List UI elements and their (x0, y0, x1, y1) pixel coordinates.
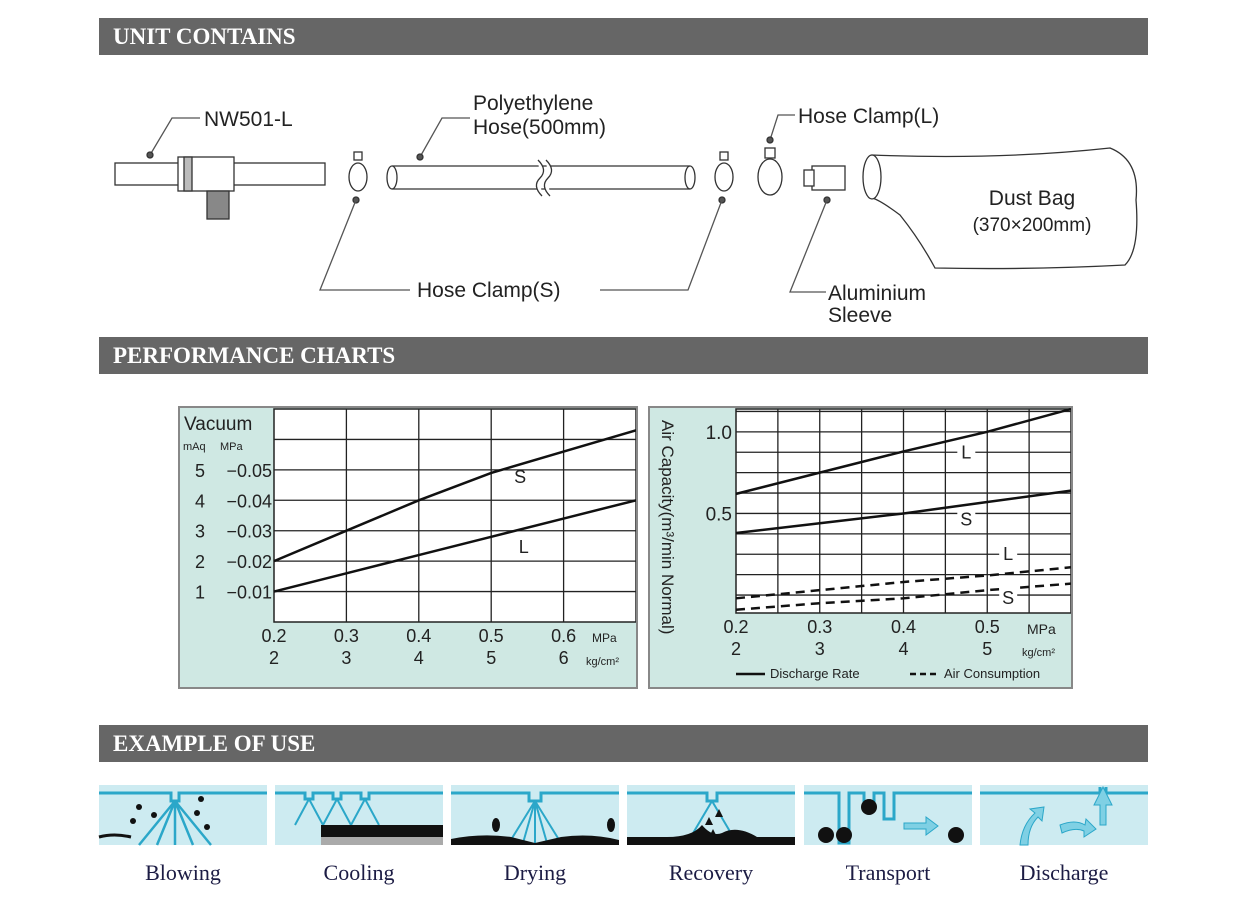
legend-discharge-rate: Discharge Rate (770, 666, 860, 681)
example-image-drying (451, 785, 619, 845)
x-tick-label-kg: 2 (731, 639, 741, 659)
label-dust-bag-line1: Dust Bag (989, 187, 1075, 210)
series-label-S: S (514, 467, 526, 487)
series-line-S-solid (273, 429, 637, 563)
x-tick-label-kg: 4 (414, 648, 424, 668)
series-label-L: L (519, 537, 529, 557)
x-unit-mpa: MPa (592, 631, 617, 645)
y-axis-label: Air Capacity(m³/min Normal) (658, 420, 677, 634)
label-nw501: NW501-L (204, 108, 293, 131)
x-tick-label-kg: 3 (815, 639, 825, 659)
hose-clamp-l-illustration (757, 114, 795, 196)
series-line-L-solid (735, 407, 1072, 496)
y-unit-maq: mAq (183, 441, 206, 453)
x-tick-label-mpa: 0.3 (807, 617, 832, 637)
y-tick-label-maq: 4 (195, 491, 205, 511)
x-unit-kg: kg/cm² (1022, 647, 1055, 659)
y-unit-mpa: MPa (220, 441, 244, 453)
x-tick-label-mpa: 0.5 (479, 626, 504, 646)
x-unit-kg: kg/cm² (586, 656, 619, 668)
series-label-bg (957, 440, 976, 461)
transport-illustration-icon (804, 791, 972, 845)
recovery-illustration-icon (627, 791, 795, 845)
y-tick-label: 0.5 (706, 504, 732, 525)
blowing-illustration-icon (98, 791, 267, 846)
x-tick-label-kg: 2 (269, 648, 279, 668)
y-tick-label-mpa: −0.01 (226, 583, 272, 603)
example-label-drying: Drying (503, 860, 567, 885)
drying-illustration-icon (451, 791, 619, 845)
x-tick-label-kg: 4 (898, 639, 908, 659)
example-label-cooling: Cooling (323, 860, 395, 885)
series-label-L: L (961, 443, 971, 463)
hose-clamp-s-left-illustration (319, 151, 410, 291)
legend-air-consumption: Air Consumption (944, 666, 1040, 681)
label-dust-bag-line2: (370×200mm) (973, 215, 1092, 236)
example-label-transport: Transport (845, 860, 931, 885)
example-image-recovery (627, 785, 795, 845)
series-label-bg (957, 507, 976, 528)
x-tick-label-mpa: 0.3 (334, 626, 359, 646)
aluminium-sleeve-illustration (789, 165, 846, 293)
y-tick-label-mpa: −0.04 (226, 491, 272, 511)
label-sleeve-line1: Aluminium (828, 282, 926, 305)
y-tick-label-mpa: −0.03 (226, 522, 272, 542)
vacuum-chart-svg: Vacuum mAq MPa MPa kg/cm² 0.220.330.440.… (183, 408, 637, 668)
x-tick-label-kg: 6 (559, 648, 569, 668)
x-tick-label-mpa: 0.2 (261, 626, 286, 646)
nw501-ejector-illustration (114, 117, 326, 220)
label-hose-line1: Polyethylene (473, 92, 593, 115)
label-hose-clamp-l: Hose Clamp(L) (798, 105, 939, 128)
y-tick-label: 1.0 (706, 423, 732, 444)
y-tick-label-maq: 3 (195, 522, 205, 542)
example-label-blowing: Blowing (145, 860, 221, 885)
series-label-S: S (1002, 588, 1014, 608)
hose-clamp-s-right-illustration (600, 151, 734, 291)
example-label-discharge: Discharge (1019, 860, 1109, 885)
label-sleeve-line2: Sleeve (828, 304, 892, 327)
x-tick-label-kg: 3 (341, 648, 351, 668)
unit-contents-diagram: NW501-L Polyethylene Hose(500mm) Hose Cl… (114, 92, 1138, 327)
y-tick-label-mpa: −0.02 (226, 552, 272, 572)
series-label-L: L (1003, 544, 1013, 564)
example-image-cooling (275, 785, 443, 845)
series-label-bg (999, 541, 1018, 562)
plot-area (273, 408, 637, 623)
x-tick-label-kg: 5 (982, 639, 992, 659)
air-capacity-chart-svg: Air Capacity(m³/min Normal) MPa kg/cm² D… (658, 407, 1072, 681)
x-tick-label-mpa: 0.4 (406, 626, 431, 646)
example-label-recovery: Recovery (668, 860, 754, 885)
series-line-S-solid (735, 489, 1072, 535)
section-header-example-of-use: EXAMPLE OF USE (99, 725, 1148, 762)
label-hose-clamp-s: Hose Clamp(S) (417, 279, 561, 302)
series-line-S-dashed (735, 582, 1072, 611)
air-capacity-chart: Air Capacity(m³/min Normal) MPa kg/cm² D… (648, 406, 1073, 689)
y-tick-label-maq: 2 (195, 552, 205, 572)
x-tick-label-mpa: 0.5 (975, 617, 1000, 637)
example-image-blowing (98, 785, 267, 846)
section-header-performance-charts: PERFORMANCE CHARTS (99, 337, 1148, 374)
y-tick-label-maq: 1 (195, 583, 205, 603)
cooling-illustration-icon (275, 791, 443, 845)
y-tick-label-maq: 5 (195, 461, 205, 481)
dust-bag-illustration (862, 147, 1138, 270)
series-line-L-solid (273, 499, 637, 593)
example-image-transport (804, 785, 972, 845)
example-image-discharge (980, 785, 1148, 846)
x-tick-label-mpa: 0.4 (891, 617, 916, 637)
y-tick-label-mpa: −0.05 (226, 461, 272, 481)
x-tick-label-mpa: 0.6 (551, 626, 576, 646)
chart-title: Vacuum (184, 414, 252, 435)
polyethylene-hose-illustration (386, 117, 696, 197)
x-unit-mpa: MPa (1027, 621, 1056, 637)
label-hose-line2: Hose(500mm) (473, 116, 606, 139)
discharge-illustration-icon (980, 785, 1148, 846)
x-tick-label-kg: 5 (486, 648, 496, 668)
x-tick-label-mpa: 0.2 (723, 617, 748, 637)
series-label-bg (999, 585, 1018, 606)
section-header-unit-contains: UNIT CONTAINS (99, 18, 1148, 55)
series-label-S: S (960, 510, 972, 530)
series-line-L-dashed (735, 566, 1072, 600)
